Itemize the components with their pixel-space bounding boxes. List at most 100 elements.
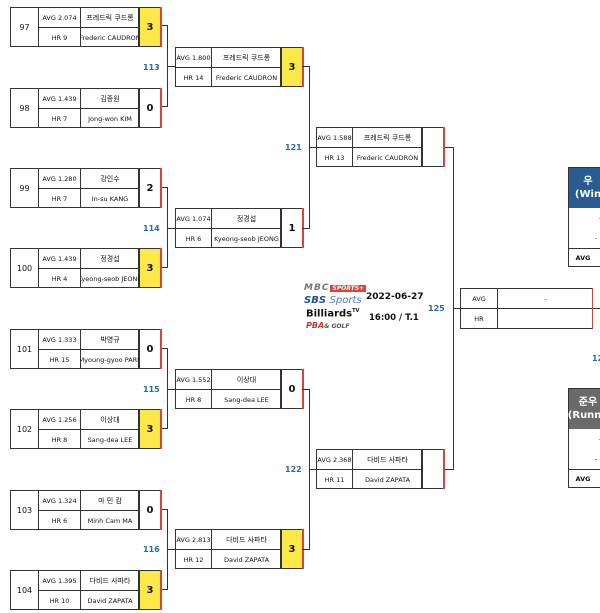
score-box: 2 bbox=[139, 168, 161, 208]
player-name-kr: 프레드릭 쿠드롱 bbox=[212, 48, 281, 68]
connector-line bbox=[445, 147, 454, 148]
player-hr: HR 6 bbox=[176, 229, 212, 248]
winner-divider bbox=[569, 248, 600, 249]
connector-line bbox=[162, 589, 168, 590]
player-hr: HR 11 bbox=[317, 470, 353, 489]
player-name-kr: 프레드릭 쿠드롱 bbox=[353, 128, 422, 148]
seed-number: 102 bbox=[11, 410, 39, 448]
match-number: 114 bbox=[143, 224, 160, 233]
score-accent bbox=[160, 570, 162, 610]
player-avg: AVG 1.280 bbox=[39, 169, 81, 189]
match-date: 2022-06-27 bbox=[366, 292, 424, 302]
final-avg: AVG bbox=[461, 289, 498, 309]
player-name-kr: 마 민 캄 bbox=[81, 491, 139, 511]
runner-up-avg: AVG bbox=[575, 475, 591, 483]
match-number: 113 bbox=[143, 63, 160, 72]
connector-line bbox=[162, 267, 168, 268]
final-hr: HR bbox=[461, 309, 498, 328]
player-name-kr: 다비드 사파타 bbox=[81, 571, 139, 591]
connector-line bbox=[162, 187, 168, 188]
player-name-kr: 프레드릭 쿠드롱 bbox=[81, 8, 139, 28]
score-accent bbox=[160, 248, 162, 288]
connector-line bbox=[445, 469, 454, 470]
connector-line bbox=[302, 549, 310, 550]
player-avg: AVG 1.800 bbox=[176, 48, 212, 68]
score-accent bbox=[443, 127, 445, 167]
connector-line bbox=[302, 389, 310, 390]
score-accent bbox=[160, 329, 162, 369]
score-accent bbox=[160, 168, 162, 208]
player-hr: HR 4 bbox=[39, 269, 81, 288]
player-avg: AVG 1.333 bbox=[39, 330, 81, 350]
pba-golf-logo: PBA& GOLF bbox=[306, 321, 350, 330]
player-name-en: Myoung-gyoo PARK bbox=[81, 355, 139, 364]
player-name-en: Sang-dea LEE bbox=[224, 395, 269, 404]
connector-line bbox=[162, 106, 168, 107]
player-name-en: Frederic CAUDRON bbox=[215, 73, 278, 82]
connector-line bbox=[309, 147, 317, 148]
player-hr: HR 9 bbox=[39, 28, 81, 47]
match-number: 116 bbox=[143, 545, 160, 554]
player-avg: AVG 1.395 bbox=[39, 571, 81, 591]
seed-number: 104 bbox=[11, 571, 39, 609]
connector-line bbox=[302, 66, 310, 67]
final-player-en bbox=[498, 309, 593, 328]
player-hr: HR 8 bbox=[39, 430, 81, 449]
winner-avg: AVG bbox=[575, 254, 591, 262]
runner-up-divider bbox=[569, 469, 600, 470]
match-number: 115 bbox=[143, 385, 160, 394]
match-number: 122 bbox=[285, 465, 302, 474]
score-accent bbox=[160, 7, 162, 47]
seed-number: 103 bbox=[11, 491, 39, 529]
player-name-en: Frederic CAUDRON bbox=[81, 33, 139, 42]
player-hr: HR 7 bbox=[39, 189, 81, 208]
player-name-kr: 정경섭 bbox=[81, 249, 139, 269]
player-hr: HR 6 bbox=[39, 511, 81, 530]
billiards-tv-logo: BilliardsTV bbox=[306, 308, 360, 320]
score-box: 3 bbox=[139, 248, 161, 288]
player-name-en: Frederic CAUDRON bbox=[356, 153, 419, 162]
match-number: 12 bbox=[592, 354, 600, 363]
connector-line bbox=[162, 25, 168, 26]
player-avg: AVG 2.368 bbox=[317, 450, 353, 470]
winner-dash: - bbox=[594, 234, 598, 242]
connector-line bbox=[167, 549, 176, 550]
player-name-en: David ZAPATA bbox=[364, 475, 411, 484]
player-hr: HR 14 bbox=[176, 68, 212, 87]
connector-line bbox=[167, 228, 176, 229]
player-name-kr: 박영규 bbox=[81, 330, 139, 350]
score-box bbox=[422, 127, 444, 167]
seed-number: 100 bbox=[11, 249, 39, 287]
score-box: 3 bbox=[281, 47, 303, 87]
score-box: 0 bbox=[139, 490, 161, 530]
player-hr: HR 13 bbox=[317, 148, 353, 167]
player-avg: AVG 1.324 bbox=[39, 491, 81, 511]
player-avg: AVG 2.074 bbox=[39, 8, 81, 28]
score-accent bbox=[160, 490, 162, 530]
final-match-box: AVG - HR bbox=[460, 288, 593, 329]
player-hr: HR 10 bbox=[39, 591, 81, 610]
match-number: 125 bbox=[428, 304, 445, 313]
seed-number: 97 bbox=[11, 8, 39, 46]
score-box: 3 bbox=[139, 7, 161, 47]
runner-up-header: 준우 (Runne bbox=[568, 389, 600, 429]
player-name-en: Jong-won KIM bbox=[88, 114, 132, 123]
connector-line bbox=[302, 228, 310, 229]
match-number: 121 bbox=[285, 143, 302, 152]
score-box bbox=[422, 449, 444, 489]
connector-line bbox=[162, 348, 168, 349]
player-name-en: Kyeong-seob JEONG bbox=[81, 274, 139, 283]
player-name-en: Minh Cam MA bbox=[87, 516, 133, 525]
player-name-en: David ZAPATA bbox=[87, 596, 133, 605]
player-hr: HR 15 bbox=[39, 350, 81, 369]
